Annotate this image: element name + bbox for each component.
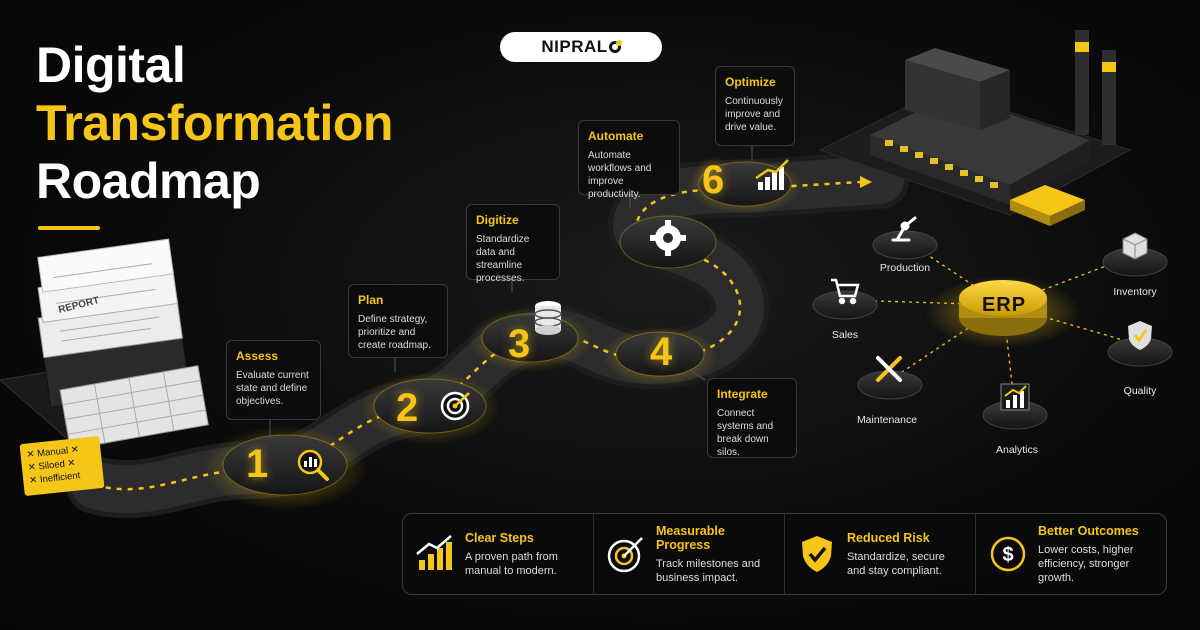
callout-text: Standardize data and streamline processe… [476,234,530,284]
erp-label: ERP [981,293,1027,316]
step-number-4: 4 [650,330,673,374]
callout-pointers [269,145,753,438]
svg-text:$: $ [1002,544,1013,566]
step-number-2: 2 [396,386,419,430]
report-stack [0,238,209,451]
erp-node-pedestals [812,230,1173,430]
callout-digitize: Digitize Standardize data and streamline… [466,204,560,284]
title-line-3: Roadmap [36,153,261,209]
benefits-bar: Clear Steps A proven path from manual to… [402,513,1167,595]
callout-title: Assess [236,349,279,363]
benefit-better-outcomes: $ Better Outcomes Lower costs, higher ef… [976,514,1166,594]
erp-node-inventory: Inventory [1113,286,1157,298]
page-title: Digital Transformation Roadmap [36,36,393,210]
brand-logo-text: NIPRAL [541,37,608,56]
benefit-clear-steps: Clear Steps A proven path from manual to… [403,514,594,594]
callout-text: Define strategy, prioritize and create r… [358,314,431,351]
callout-text: Evaluate current state and define object… [236,370,309,407]
step-number-3: 3 [508,322,531,366]
benefit-title: Clear Steps [465,530,534,545]
erp-node-sales: Sales [831,329,859,341]
title-underline [38,226,100,230]
callout-text: Connect systems and break down silos. [717,408,774,458]
callout-integrate: Integrate Connect systems and break down… [707,378,797,458]
callout-title: Digitize [476,213,519,227]
target-icon [607,537,643,573]
shield-check-icon [1128,321,1152,350]
benefit-text: Standardize, secure and stay compliant. [847,550,945,577]
benefit-text: A proven path from manual to modern. [465,550,558,577]
step-number-1: 1 [246,442,269,486]
sticky-note: ✕ Manual ✕ ✕ Siloed ✕ ✕ Inefficient [19,435,105,497]
benefit-reduced-risk: Reduced Risk Standardize, secure and sta… [785,514,976,594]
database-icon [534,301,562,335]
callout-title: Optimize [725,75,776,89]
callout-title: Integrate [717,387,768,401]
callout-optimize: Optimize Continuously improve and drive … [715,66,795,146]
shield-check-icon [802,536,832,572]
erp-node-quality: Quality [1123,385,1157,397]
factory [818,30,1132,226]
title-line-1: Digital [36,37,186,93]
growth-chart-icon [416,535,452,570]
cart-icon [831,278,860,305]
callout-title: Automate [588,129,644,143]
wrench-icon [876,356,902,382]
callout-text: Continuously improve and drive value. [725,96,783,133]
callout-assess: Assess Evaluate current state and define… [226,340,321,420]
title-line-2: Transformation [36,95,393,151]
erp-node-production: Production [879,262,931,274]
brand-logo-mark [608,40,622,53]
magnifier-chart-icon [297,449,329,481]
target-icon [440,391,470,421]
robot-arm-icon [891,216,917,242]
benefit-title: Measurable Progress [656,523,725,552]
callout-automate: Automate Automate workflows and improve … [578,120,680,200]
callout-text: Automate workflows and improve productiv… [588,150,652,200]
benefit-measurable-progress: Measurable Progress Track milestones and… [594,514,785,594]
gear-icon [650,220,686,256]
callout-plan: Plan Define strategy, prioritize and cre… [348,284,448,358]
analytics-chart-icon [1000,383,1030,411]
brand-logo: NIPRAL [500,32,662,62]
erp-node-analytics: Analytics [995,444,1038,456]
benefit-title: Reduced Risk [847,530,930,545]
erp-node-maintenance: Maintenance [856,414,918,426]
benefit-text: Lower costs, higher efficiency, stronger… [1038,543,1134,584]
dollar-icon: $ [990,536,1026,572]
callout-title: Plan [358,293,384,307]
step-number-6: 6 [702,158,725,202]
growth-chart-icon [755,159,789,190]
benefit-title: Better Outcomes [1038,523,1139,538]
erp-hub [959,280,1047,336]
benefit-text: Track milestones and business impact. [656,557,761,584]
box-icon [1122,232,1148,260]
